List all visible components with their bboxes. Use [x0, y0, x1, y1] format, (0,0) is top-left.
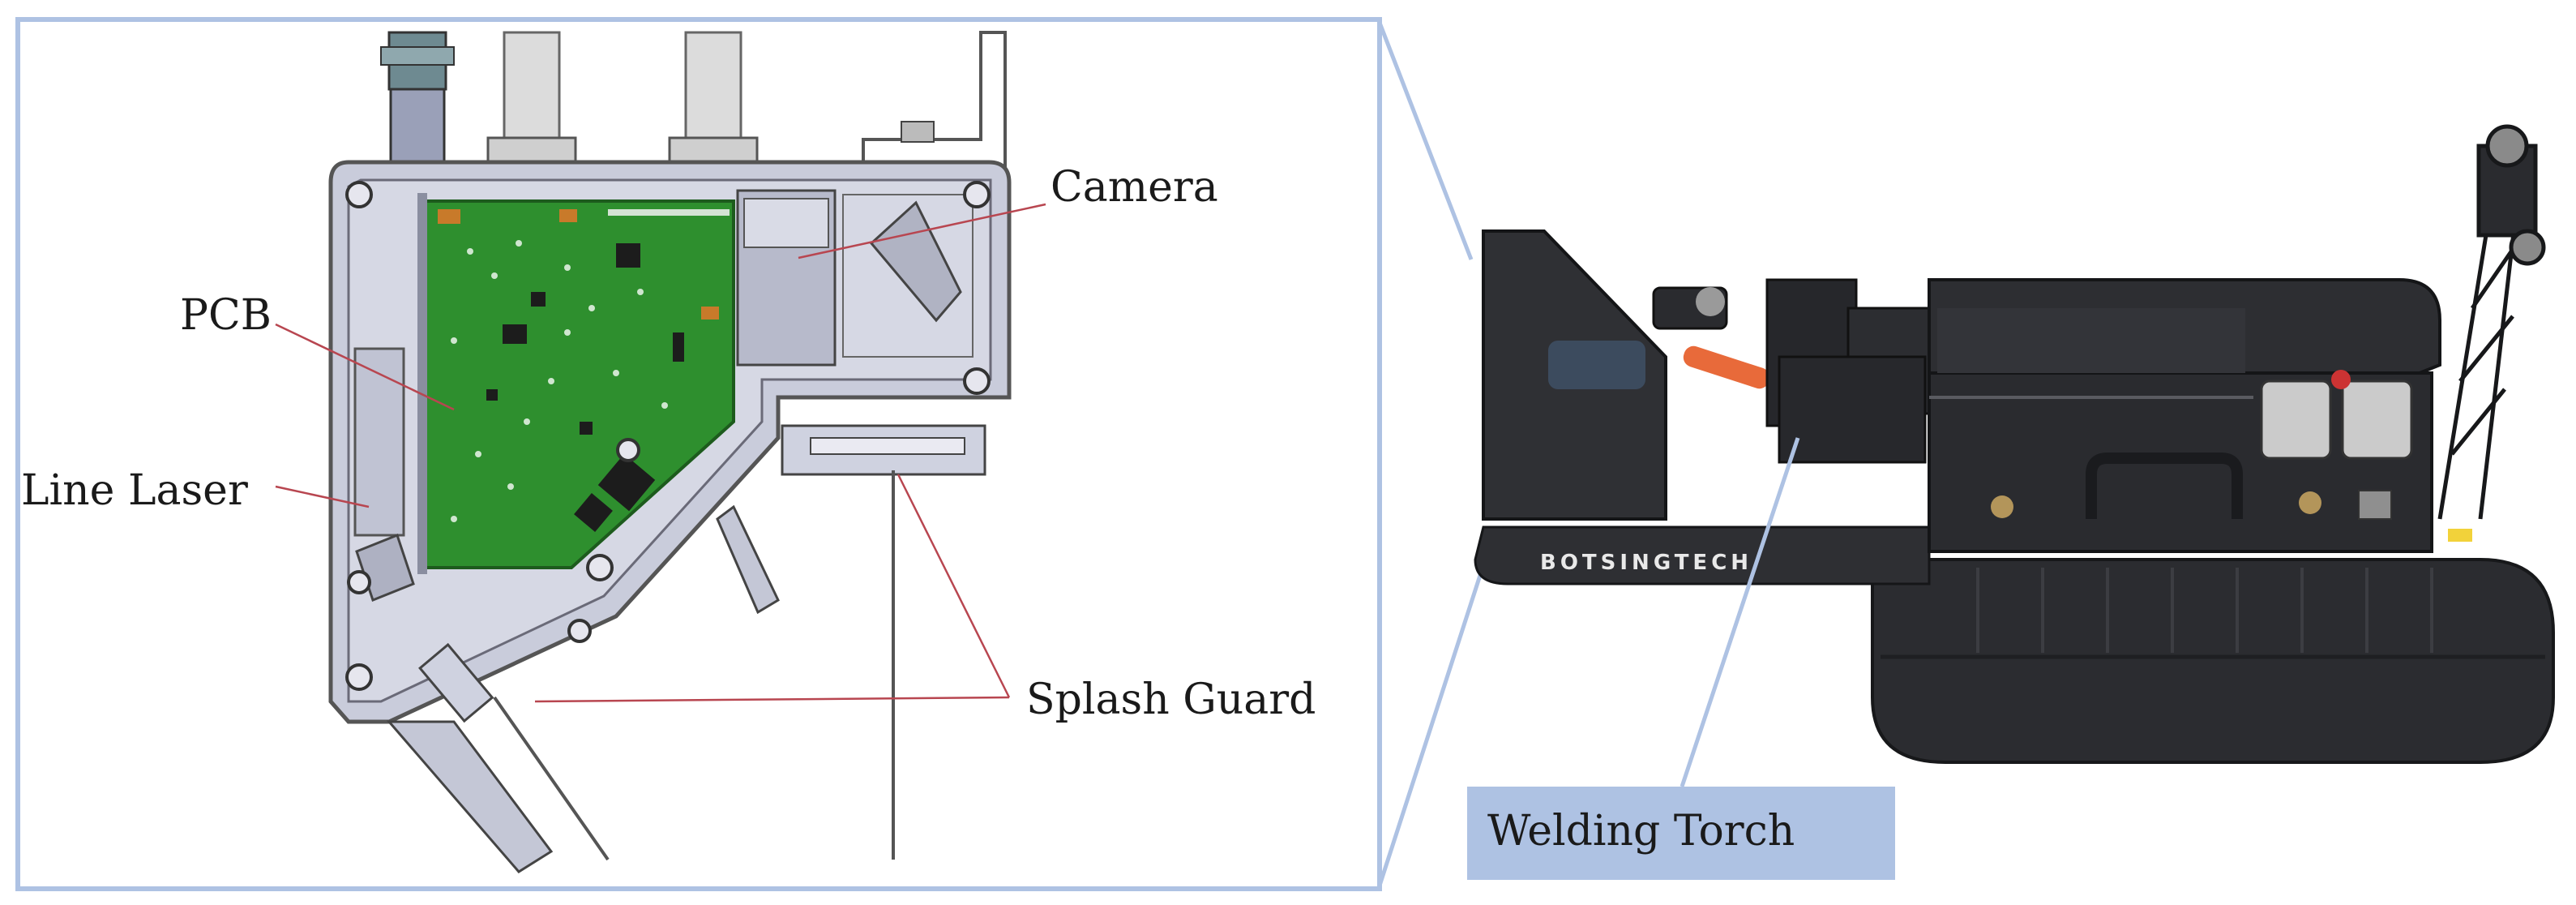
front-skid-bar [1474, 525, 1931, 585]
label-pcb: PCB [180, 291, 272, 340]
body-connectors [1991, 370, 2413, 520]
torch-leader-line [1680, 437, 1800, 787]
top-connectors [380, 31, 1007, 168]
label-welding-torch: Welding Torch [1487, 807, 1795, 856]
welding-torch-assembly [1652, 278, 1939, 464]
brand-logo-text: BOTSINGTECH [1540, 551, 1752, 575]
camera-module [736, 189, 973, 367]
welding-robot: BOTSINGTECH [1467, 124, 2555, 880]
welding-torch-label-box [1467, 787, 1895, 880]
sensor-mast [2437, 124, 2546, 520]
leader-lines [275, 203, 1046, 703]
housing-screws [345, 181, 991, 691]
label-camera: Camera [1051, 163, 1218, 212]
zoom-connector-lines [1377, 22, 1496, 886]
splash-guard-parts [386, 424, 986, 873]
sensor-housing-panel: Camera PCB Line Laser Splash Guard [15, 17, 1382, 891]
pcb-board [417, 193, 735, 574]
label-splash-guard: Splash Guard [1026, 676, 1316, 724]
line-laser-module [353, 347, 415, 602]
laser-rays [493, 470, 895, 861]
track-unit [1871, 558, 2555, 764]
label-line-laser: Line Laser [21, 466, 248, 515]
